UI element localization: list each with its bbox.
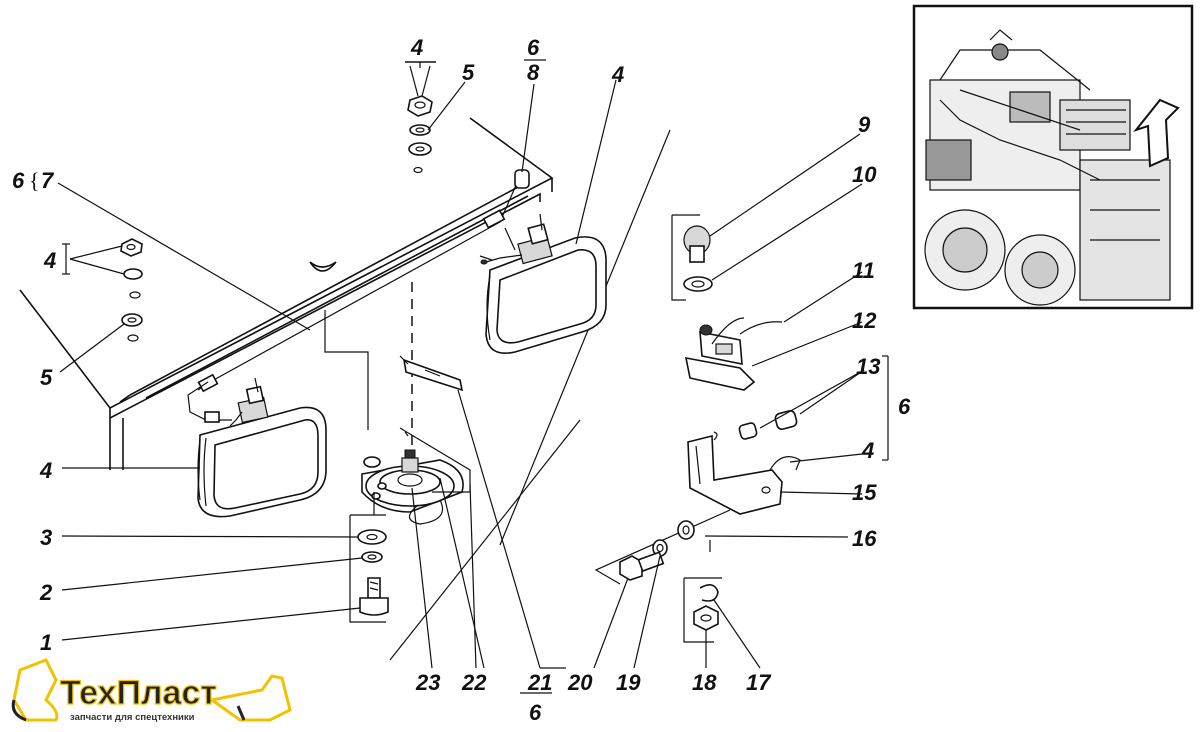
horn-assembly bbox=[361, 355, 471, 525]
left-fastener-stack bbox=[57, 182, 311, 373]
callout-5-top: 5 bbox=[462, 60, 475, 85]
work-lamp-right bbox=[480, 213, 607, 354]
callout-1: 1 bbox=[40, 630, 52, 655]
callout-15: 15 bbox=[852, 480, 877, 505]
top-leaders bbox=[521, 59, 617, 245]
callout-17: 17 bbox=[746, 670, 772, 695]
callout-4-left: 4 bbox=[43, 248, 56, 273]
svg-text:{: { bbox=[29, 168, 40, 193]
logo-text: ТехПласт bbox=[60, 674, 217, 712]
callout-16: 16 bbox=[852, 526, 877, 551]
callout-23: 23 bbox=[415, 670, 440, 695]
brand-logo: ТехПласт запчасти для спецтехники bbox=[11, 658, 292, 723]
logo-tagline: запчасти для спецтехники bbox=[70, 712, 195, 723]
callout-8-top: 8 bbox=[527, 60, 540, 85]
callout-7-left: 7 bbox=[41, 168, 55, 193]
bottom-leaders bbox=[411, 389, 566, 669]
callout-4-bracket: 4 bbox=[861, 438, 874, 463]
callout-20: 20 bbox=[567, 670, 593, 695]
cab-roof bbox=[19, 117, 671, 661]
callout-11: 11 bbox=[852, 258, 875, 283]
callout-4-top: 4 bbox=[410, 35, 423, 60]
callout-6-bottom: 6 bbox=[529, 700, 542, 725]
callout-12: 12 bbox=[852, 308, 877, 333]
right-parts bbox=[593, 133, 889, 669]
callout-21: 21 bbox=[527, 670, 552, 695]
callout-22: 22 bbox=[461, 670, 487, 695]
bolt-stack-left bbox=[61, 467, 389, 641]
callout-9: 9 bbox=[858, 112, 871, 137]
callout-6-left: 6 bbox=[12, 168, 25, 193]
callout-19: 19 bbox=[616, 670, 641, 695]
callout-6-top: 6 bbox=[527, 35, 540, 60]
callout-18: 18 bbox=[692, 670, 717, 695]
work-lamp-left bbox=[187, 377, 327, 518]
top-fastener-stack bbox=[405, 61, 466, 156]
callout-4-lamp-left: 4 bbox=[39, 458, 52, 483]
callout-5-left: 5 bbox=[40, 365, 53, 390]
callout-10: 10 bbox=[852, 162, 877, 187]
callout-6-right: 6 bbox=[898, 394, 911, 419]
callout-3: 3 bbox=[40, 525, 52, 550]
location-inset bbox=[912, 4, 1194, 310]
callout-2: 2 bbox=[39, 580, 53, 605]
callout-4-lamp-right: 4 bbox=[611, 62, 624, 87]
callout-labels: 1 2 3 4 4 4 4 4 5 5 6 8 6 { 7 9 10 11 12… bbox=[12, 35, 911, 725]
callout-13: 13 bbox=[856, 354, 880, 379]
